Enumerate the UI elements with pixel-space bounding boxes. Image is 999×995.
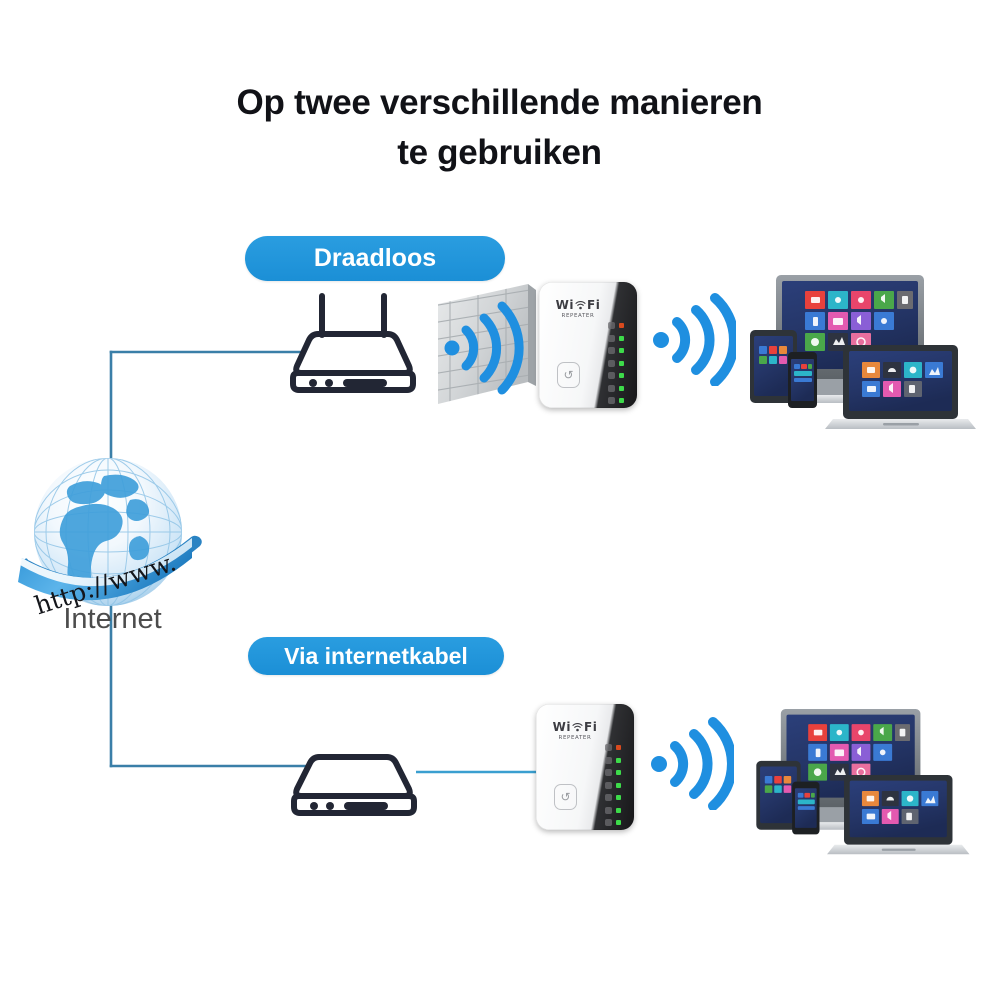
wifi-arc-icon <box>572 723 583 732</box>
modem-icon <box>285 737 423 817</box>
page-title: Op twee verschillende manieren te gebrui… <box>0 78 999 177</box>
wifi-repeater-bottom: Wi Fi REPEATER ↺ <box>536 704 634 830</box>
wps-button-icon[interactable]: ↺ <box>554 784 577 810</box>
wifi-signal-through-wall-icon <box>444 301 524 395</box>
repeater-brand-fi: Fi <box>587 298 601 312</box>
wifi-router-icon <box>283 288 423 394</box>
laptop <box>827 775 970 855</box>
wifi-signal-bottom <box>650 706 737 811</box>
repeater-brand-wi: Wi <box>552 720 572 734</box>
globe-icon: http://www. <box>18 458 202 620</box>
page-title-line-2: te gebruiken <box>397 132 602 172</box>
badge-cable: Via internetkabel <box>248 637 504 675</box>
multi-device-cluster-top <box>733 257 989 433</box>
tablet <box>756 760 801 830</box>
wifi-arc-icon <box>575 301 586 310</box>
smartphone <box>792 781 820 835</box>
badge-wireless: Draadloos <box>245 236 505 281</box>
repeater-brand-fi: Fi <box>584 720 598 734</box>
brick-wall-icon <box>432 282 542 408</box>
smartphone <box>788 352 817 408</box>
tablet <box>750 330 797 403</box>
repeater-led-strip <box>608 322 624 404</box>
wps-button-icon[interactable]: ↺ <box>557 362 580 388</box>
repeater-sub-label: REPEATER <box>558 735 592 741</box>
repeater-brand-wi: Wi <box>555 298 575 312</box>
internet-label: Internet <box>63 603 162 635</box>
repeater-branding: Wi Fi REPEATER <box>544 720 606 741</box>
laptop <box>825 345 976 429</box>
wifi-signal-top <box>652 282 739 387</box>
repeater-branding: Wi Fi REPEATER <box>547 298 609 319</box>
repeater-led-strip <box>605 744 621 826</box>
internet-globe: http://www. <box>12 440 212 645</box>
repeater-sub-label: REPEATER <box>561 313 595 319</box>
wifi-repeater-top: Wi Fi REPEATER ↺ <box>539 282 637 408</box>
multi-device-cluster-bottom <box>733 692 989 858</box>
page-title-line-1: Op twee verschillende manieren <box>236 83 763 122</box>
